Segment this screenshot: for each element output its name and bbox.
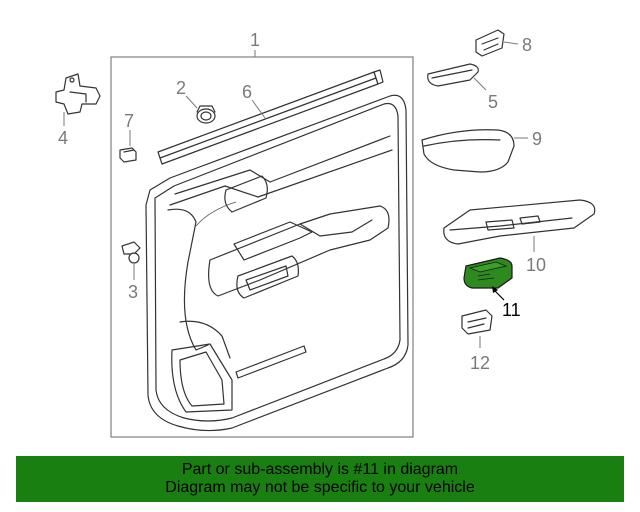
clip-part-2[interactable] [196,105,216,124]
switch-bracket-part-12[interactable] [461,309,493,335]
footer-line-1: Part or sub-assembly is #11 in diagram [181,461,459,478]
callout-8[interactable]: 8 [522,35,532,55]
callout-7[interactable]: 7 [124,111,134,131]
pin-clip-part-3[interactable] [121,241,141,264]
leader-11 [493,289,505,301]
window-switch-part-11[interactable] [463,257,513,289]
belt-molding-part-6[interactable] [157,69,384,165]
bracket-part-8[interactable] [475,29,505,57]
armrest-pad-part-9[interactable] [421,129,515,173]
leader-8 [503,41,519,45]
callout-10[interactable]: 10 [526,255,546,275]
retainer-part-7[interactable] [119,147,137,163]
parts-diagram: 1 6 2 [55,29,596,438]
switch-base-part-10[interactable] [443,199,596,245]
callout-3[interactable]: 3 [128,282,138,302]
callout-9[interactable]: 9 [532,129,542,149]
leader-6 [251,99,266,119]
footer-line-2: Diagram may not be specific to your vehi… [165,479,475,496]
leader-5 [473,77,487,91]
callout-11[interactable]: 11 [502,300,521,320]
callout-5[interactable]: 5 [488,92,498,112]
leader-2 [185,95,198,109]
callout-1[interactable]: 1 [250,30,260,50]
callout-6[interactable]: 6 [242,82,252,102]
footer-banner: Part or sub-assembly is #11 in diagram D… [16,456,624,502]
leader-11-arrowhead [492,286,498,293]
bracket-part-4[interactable] [55,73,101,115]
callout-4[interactable]: 4 [58,128,68,148]
door-trim-panel[interactable] [145,94,409,432]
callout-12[interactable]: 12 [470,353,490,373]
assembly-frame [110,56,414,438]
callout-2[interactable]: 2 [176,78,186,98]
cover-part-5[interactable] [427,63,479,87]
